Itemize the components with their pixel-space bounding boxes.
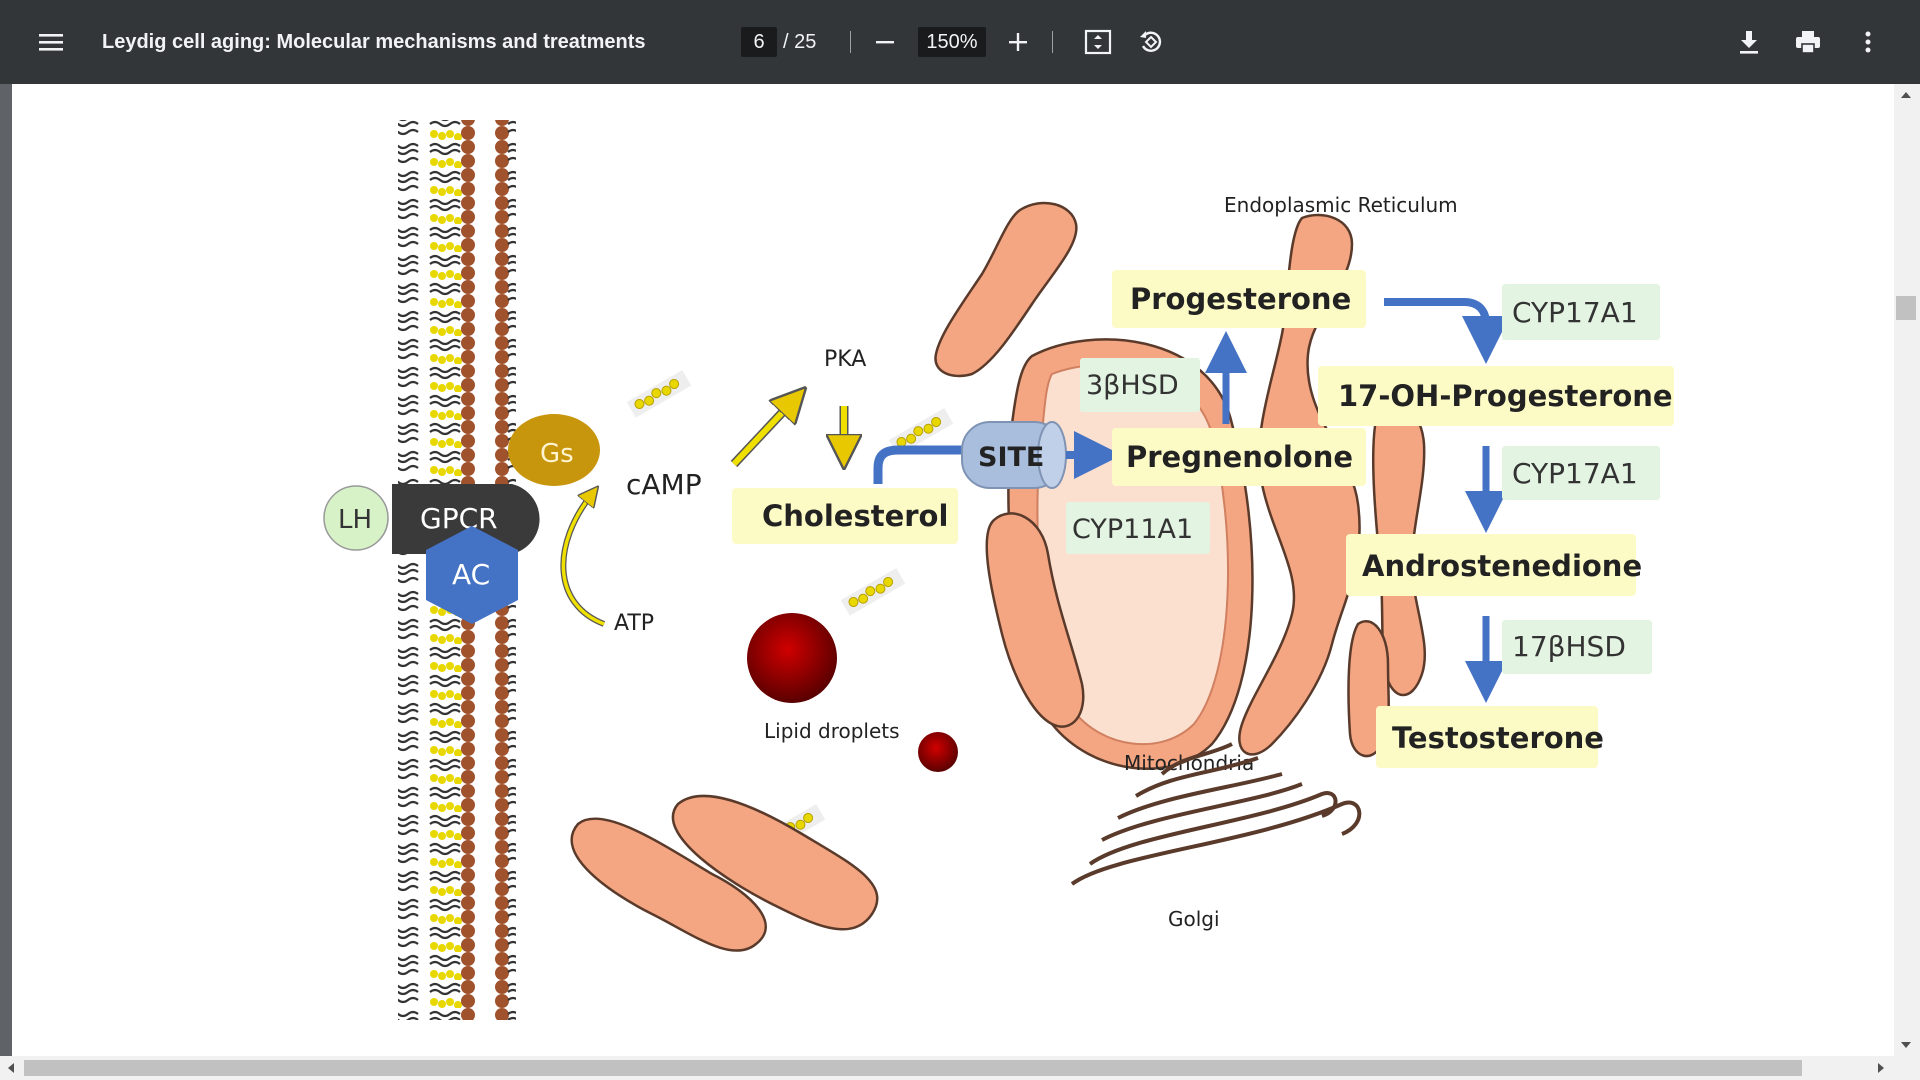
cyp17a1-top-label: CYP17A1 bbox=[1512, 296, 1638, 329]
vertical-scrollbar-thumb[interactable] bbox=[1896, 296, 1916, 320]
cyp11a1-box bbox=[1066, 502, 1210, 554]
pdf-viewer[interactable]: Gs GPCR LH AC cAMP ATP PKA Cholesterol bbox=[0, 84, 1920, 1080]
document-title: Leydig cell aging: Molecular mechanisms … bbox=[102, 31, 646, 53]
horizontal-scrollbar-thumb[interactable] bbox=[24, 1060, 1802, 1076]
3bhsd-label: 3βHSD bbox=[1086, 370, 1179, 401]
17bhsd-label: 17βHSD bbox=[1512, 630, 1626, 663]
zoom-level-input[interactable]: 150% bbox=[918, 27, 986, 57]
vertical-scrollbar[interactable] bbox=[1894, 84, 1920, 1056]
toolbar-divider bbox=[1052, 31, 1053, 53]
pregnenolone-box bbox=[1112, 428, 1366, 486]
testosterone-label: Testosterone bbox=[1392, 721, 1604, 755]
progesterone-box bbox=[1112, 270, 1366, 328]
testosterone-box bbox=[1376, 706, 1598, 768]
cyp17a1-mid-label: CYP17A1 bbox=[1512, 457, 1638, 490]
atp-label: ATP bbox=[614, 611, 654, 636]
page-total: / 25 bbox=[783, 31, 817, 53]
golgi-label: Golgi bbox=[1168, 907, 1220, 931]
gpcr-label: GPCR bbox=[420, 502, 498, 535]
lipid-droplets-label: Lipid droplets bbox=[764, 719, 900, 743]
steroidogenesis-figure: Gs GPCR LH AC cAMP ATP PKA Cholesterol bbox=[323, 120, 1674, 1020]
pregnenolone-label: Pregnenolone bbox=[1126, 440, 1353, 474]
zoom-in-icon[interactable] bbox=[998, 22, 1038, 62]
gpcr-receptor bbox=[392, 484, 540, 554]
camp-label: cAMP bbox=[626, 468, 702, 501]
lh-hormone bbox=[323, 485, 389, 551]
atp-to-camp-arrow bbox=[561, 494, 605, 626]
more-options-icon[interactable] bbox=[1848, 22, 1888, 62]
mitochondria-label: Mitochondria bbox=[1124, 751, 1254, 775]
cyp17a1-mid-box bbox=[1502, 446, 1660, 500]
lipid-droplet-small bbox=[918, 732, 958, 772]
gs-protein bbox=[508, 414, 600, 486]
rotate-icon[interactable] bbox=[1131, 22, 1171, 62]
cholesterol-molecules bbox=[626, 370, 954, 852]
scroll-up-icon[interactable] bbox=[1900, 90, 1912, 100]
pdf-page: Gs GPCR LH AC cAMP ATP PKA Cholesterol bbox=[12, 84, 1894, 1056]
download-icon[interactable] bbox=[1729, 22, 1769, 62]
lh-label: LH bbox=[338, 505, 372, 535]
3bhsd-box bbox=[1080, 358, 1200, 412]
adenylate-cyclase bbox=[426, 526, 518, 624]
toolbar-divider bbox=[850, 31, 851, 53]
scroll-down-icon[interactable] bbox=[1900, 1040, 1912, 1050]
17bhsd-box bbox=[1502, 620, 1652, 674]
progesterone-to-17oh-arrow bbox=[1384, 298, 1510, 364]
androstenedione-label: Androstenedione bbox=[1362, 549, 1642, 583]
17oh-progesterone-box bbox=[1318, 366, 1674, 426]
androstenedione-box bbox=[1346, 534, 1636, 596]
pdf-toolbar: Leydig cell aging: Molecular mechanisms … bbox=[0, 0, 1920, 84]
er-label: Endoplasmic Reticulum bbox=[1224, 193, 1458, 217]
site-label: SITE bbox=[978, 442, 1044, 473]
golgi-apparatus bbox=[1070, 742, 1362, 886]
17oh-progesterone-label: 17-OH-Progesterone bbox=[1338, 379, 1673, 413]
page-number-input[interactable]: 6 bbox=[741, 27, 777, 57]
progesterone-label: Progesterone bbox=[1130, 282, 1351, 316]
scroll-left-icon[interactable] bbox=[6, 1062, 16, 1074]
cholesterol-box bbox=[732, 488, 958, 544]
ac-label: AC bbox=[452, 558, 490, 591]
fit-page-icon[interactable] bbox=[1078, 22, 1118, 62]
cyp11a1-label: CYP11A1 bbox=[1072, 514, 1193, 545]
er-fragments-bottom bbox=[570, 794, 879, 952]
cholesterol-label: Cholesterol bbox=[762, 499, 948, 533]
camp-to-pka-arrow bbox=[731, 400, 794, 467]
lipid-droplet-large bbox=[747, 613, 837, 703]
cyp17a1-top-box bbox=[1502, 284, 1660, 340]
print-icon[interactable] bbox=[1788, 22, 1828, 62]
scroll-right-icon[interactable] bbox=[1876, 1062, 1886, 1074]
cholesterol-to-site-arrow bbox=[873, 445, 972, 484]
gs-label: Gs bbox=[540, 439, 574, 469]
menu-icon[interactable] bbox=[31, 22, 71, 62]
zoom-out-icon[interactable] bbox=[865, 22, 905, 62]
pka-label: PKA bbox=[824, 347, 866, 372]
